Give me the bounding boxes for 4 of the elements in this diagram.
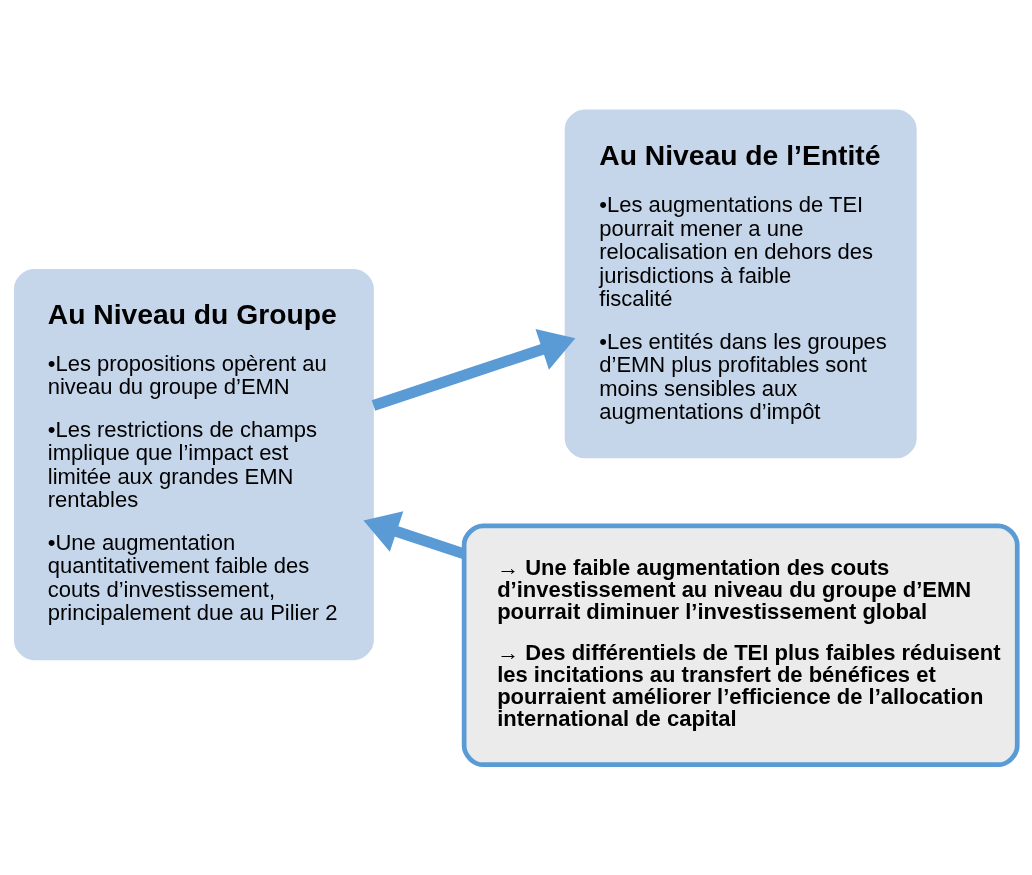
node-box: → Une faible augmentation des couts d’investissement au niveau du groupe d’EMN pourrait diminuer l’investissement global → Des différentiels de TEI plus faibles réduisent les incitations au transfert de bénéfices et pourraient améliorer l’efficience de l’allocation international de capital	[461, 523, 1020, 768]
node-box: Au Niveau de l’Entité •Les augmentations de TEI pourrait mener a une relocalisation en dehors des jurisdictions à faible fiscalité •Les entités dans les groupes d’EMN plus profitables sont moins sensibles aux augmentations d’impôt	[564, 109, 917, 459]
arrow	[371, 329, 576, 411]
node-box: Au Niveau du Groupe •Les propositions opèrent au niveau du groupe d’EMN •Les restrictions de champs implique que l’impact est limitée aux grandes EMN rentables •Une augmentation quantitativement faible des couts d’investissement, principalement due au Pilier 2	[14, 269, 374, 661]
